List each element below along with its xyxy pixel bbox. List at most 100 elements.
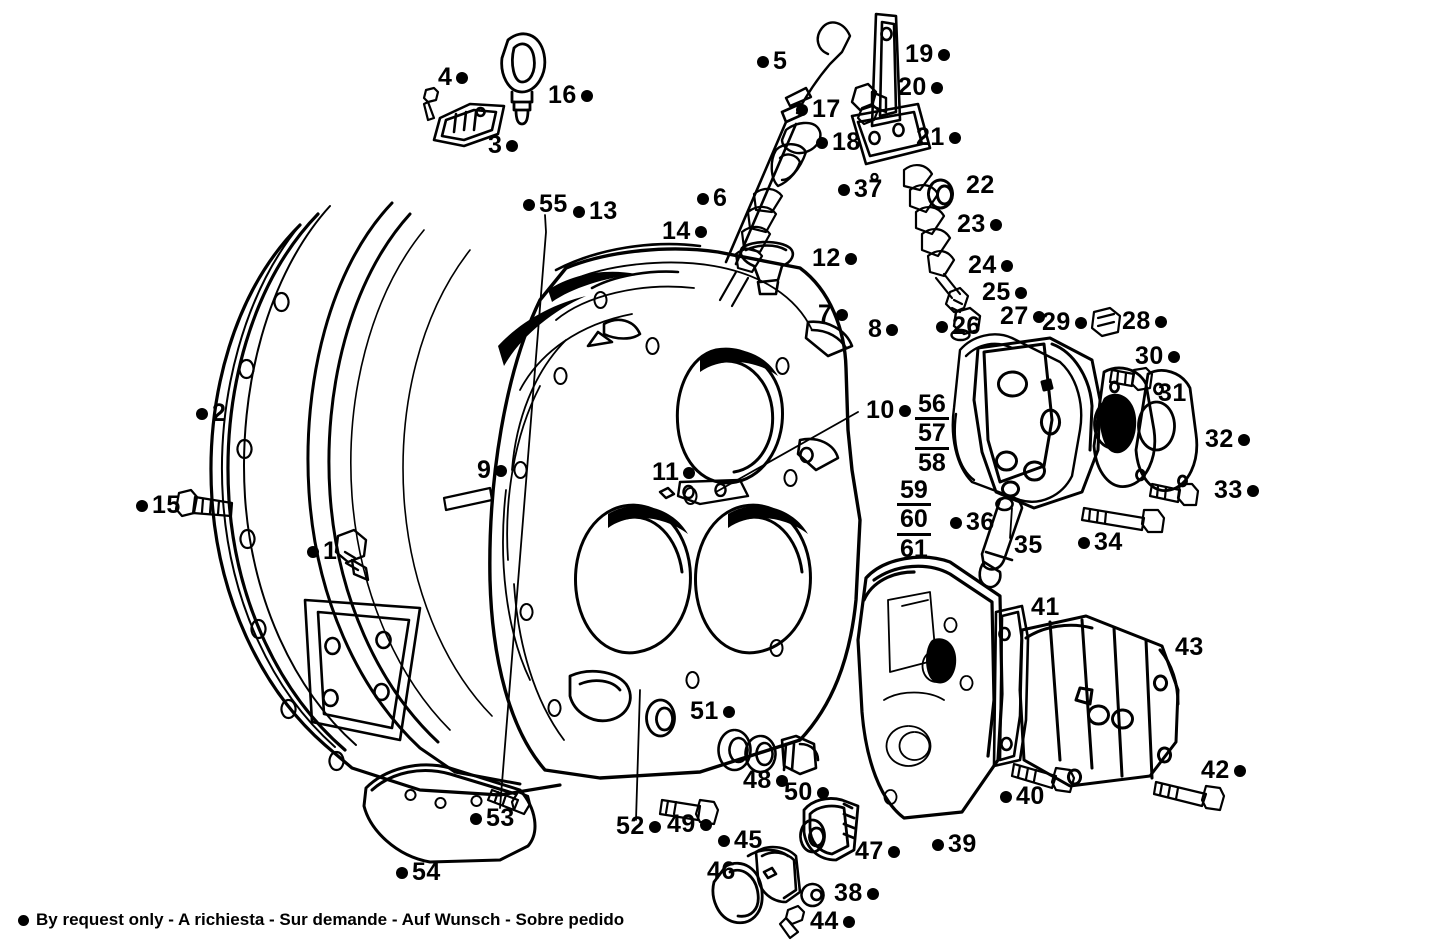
part-5-rod-end [784, 21, 852, 115]
callout-12: 12 [812, 246, 857, 271]
part-34-long-bolt [1080, 506, 1166, 534]
part-39-housing-detail [883, 591, 974, 805]
callout-31: 31 [1158, 381, 1187, 406]
callout-bullet-icon [573, 205, 585, 218]
part-37-small-pin [856, 102, 880, 181]
part-53-screw [486, 788, 532, 816]
part-4-screw [422, 86, 440, 122]
callout-bullet-icon [307, 545, 319, 558]
callout-number: 24 [968, 251, 997, 279]
callout-number: 45 [734, 826, 763, 854]
callout-number: 38 [834, 879, 863, 907]
part-54-guard [362, 763, 537, 864]
part-3-gasket-plate [432, 102, 506, 148]
part-23-bellows [902, 164, 956, 278]
callout-bullet-icon [844, 252, 857, 265]
callout-number: 4 [438, 63, 453, 91]
callout-bullet-icon [1014, 286, 1027, 299]
callout-number: 2 [212, 399, 227, 427]
callout-bullet-icon [697, 192, 709, 205]
callout-53: 53 [470, 806, 515, 831]
callout-19: 19 [905, 42, 950, 67]
callout-number: 19 [905, 40, 934, 68]
part-39-pump-housing [856, 555, 1004, 820]
callout-number: 44 [810, 907, 839, 935]
callout-bullet-icon [718, 834, 730, 847]
callout-number: 32 [1205, 425, 1234, 453]
case-lifting-lug-right [804, 320, 854, 358]
callout-number: 47 [855, 837, 884, 865]
callout-bullet-icon [1032, 310, 1045, 323]
callout-bullet-icon [775, 774, 788, 787]
footer-text: By request only - A richiesta - Sur dema… [36, 910, 625, 929]
bell-housing-bolt-holes [236, 291, 345, 771]
callout-number: 59 [897, 477, 931, 507]
callout-42: 42 [1201, 758, 1246, 783]
part-11-bracket [658, 478, 750, 506]
callout-45: 45 [718, 828, 763, 853]
callout-number: 46 [707, 857, 736, 885]
case-opening-lower-left-shadow [608, 505, 688, 534]
callout-number: 60 [897, 506, 931, 536]
callout-bullet-icon [898, 404, 911, 417]
callout-4: 4 [438, 63, 469, 91]
part-1-plug [334, 528, 370, 582]
callout-bullet-icon [523, 198, 535, 211]
callout-number: 33 [1214, 476, 1243, 504]
callout-bullet-icon [950, 516, 962, 529]
callout-number: 17 [812, 95, 841, 123]
part-15-bolt [174, 488, 234, 518]
callout-bullet-icon [836, 308, 849, 321]
by-request-bullet-icon [18, 914, 29, 926]
callout-number: 49 [667, 810, 696, 838]
part-40-bolt [1010, 762, 1076, 794]
callout-24: 24 [968, 253, 1013, 278]
callout-bullet-icon [580, 89, 593, 102]
callout-36: 36 [950, 510, 995, 535]
part-20-pivot-pin [850, 82, 888, 114]
callout-14: 14 [662, 219, 707, 244]
callout-17: 17 [796, 97, 841, 122]
part-38-washer [800, 882, 825, 908]
callout-22: 22 [966, 173, 995, 198]
callout-bullet-icon [456, 71, 469, 84]
callout-bullet-icon [887, 845, 900, 858]
callout-49: 49 [667, 812, 712, 837]
callout-bullet-icon [757, 55, 769, 68]
callout-number: 8 [868, 315, 883, 343]
callout-44: 44 [810, 909, 855, 934]
callout-bullet-icon [470, 812, 482, 825]
callout-bullet-icon [683, 466, 696, 479]
part-28-nut [1090, 306, 1122, 338]
callout-32: 32 [1205, 427, 1250, 452]
callout-number: 58 [918, 448, 946, 477]
case-opening-lower-right-shadow [728, 505, 808, 534]
callout-10: 10 [866, 398, 911, 423]
part-21-plate [850, 102, 932, 166]
callout-55: 55 [523, 192, 568, 217]
callout-35: 35 [1014, 533, 1043, 558]
callout-1: 1 [307, 539, 337, 564]
part-31-bore-shadow [1099, 393, 1137, 454]
callout-bullet-icon [722, 705, 735, 718]
callout-bullet-icon [196, 407, 208, 420]
callout-26: 26 [936, 314, 981, 339]
case-rim-shadow [548, 271, 636, 302]
callout-bullet-icon [838, 183, 850, 196]
callout-number: 40 [1016, 782, 1045, 810]
callout-2: 2 [196, 401, 226, 426]
part-47-bushing [799, 797, 860, 862]
callout-41: 41 [1031, 595, 1060, 620]
part-24-25-threaded-end [934, 272, 970, 314]
callout-51: 51 [690, 699, 735, 724]
transmission-case-body [488, 247, 862, 780]
leader-lines [499, 214, 1013, 821]
callout-52: 52 [616, 814, 661, 839]
callout-bullet-icon [1246, 484, 1259, 497]
callout-number: 35 [1014, 531, 1043, 559]
callout-11: 11 [652, 460, 696, 485]
callout-number: 15 [152, 491, 181, 519]
